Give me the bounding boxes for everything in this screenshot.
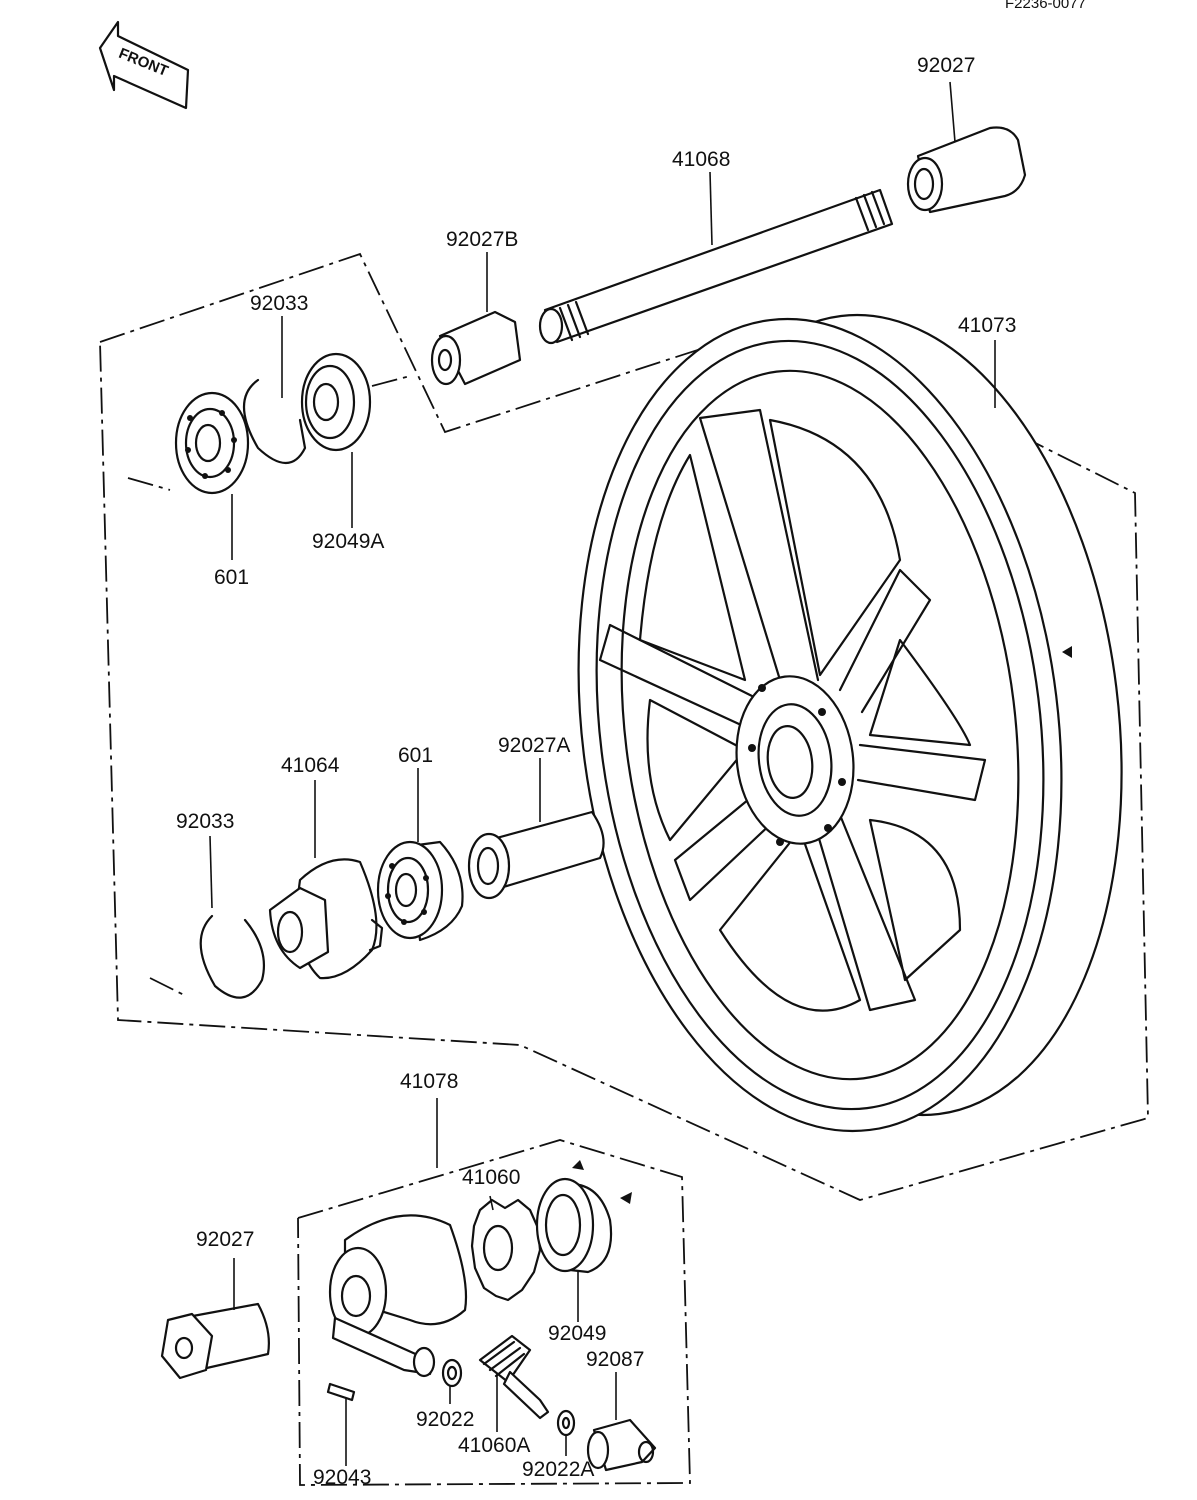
label-92049A: 92049A bbox=[312, 530, 384, 553]
collar-92027A bbox=[467, 758, 605, 900]
label-92027-top: 92027 bbox=[917, 54, 975, 77]
bushing-92087 bbox=[586, 1372, 657, 1472]
axle-shaft-41068 bbox=[538, 171, 894, 345]
axle-nut-92027-bottom bbox=[160, 1258, 270, 1380]
label-92049: 92049 bbox=[548, 1322, 606, 1345]
circlip-92033-top bbox=[242, 316, 307, 464]
ball-bearing-601-mid bbox=[376, 768, 464, 942]
assembly-boundaries bbox=[99, 252, 1149, 1486]
washer-92022A bbox=[556, 1409, 576, 1456]
label-92027B: 92027B bbox=[446, 228, 518, 251]
oil-seal-92049 bbox=[535, 1177, 613, 1322]
label-92022: 92022 bbox=[416, 1408, 474, 1431]
label-41064: 41064 bbox=[281, 754, 340, 777]
circlip-92033-mid bbox=[199, 835, 266, 999]
label-92033-top: 92033 bbox=[250, 292, 308, 315]
label-601-mid: 601 bbox=[398, 744, 433, 767]
gear-housing-41078 bbox=[328, 1098, 468, 1378]
label-92087: 92087 bbox=[586, 1348, 644, 1371]
drive-gear-41060 bbox=[470, 1195, 542, 1302]
assembly-arrow-marks bbox=[572, 646, 1072, 1204]
front-arrow-label: FRONT bbox=[116, 45, 170, 80]
label-92033-mid: 92033 bbox=[176, 810, 234, 833]
label-41073: 41073 bbox=[958, 314, 1016, 337]
label-41078: 41078 bbox=[400, 1070, 458, 1093]
oil-seal-92049A bbox=[300, 352, 372, 528]
figure-code: F2236-0077 bbox=[1005, 0, 1086, 12]
label-41060A: 41060A bbox=[458, 1434, 530, 1457]
cast-wheel-41073 bbox=[577, 313, 1123, 1133]
label-41060: 41060 bbox=[462, 1166, 520, 1189]
driven-gear-41060A bbox=[478, 1334, 550, 1432]
label-601-top: 601 bbox=[214, 566, 249, 589]
label-41068: 41068 bbox=[672, 148, 730, 171]
gear-drive-41064 bbox=[268, 780, 384, 980]
label-92043: 92043 bbox=[313, 1466, 371, 1489]
front-arrow-icon: FRONT bbox=[98, 20, 190, 110]
collar-92027B bbox=[430, 252, 522, 386]
label-92027-bottom: 92027 bbox=[196, 1228, 254, 1251]
axle-nut-92027-top bbox=[906, 81, 1027, 214]
label-92027A: 92027A bbox=[498, 734, 570, 757]
label-92022A: 92022A bbox=[522, 1458, 594, 1481]
ball-bearing-601-top bbox=[174, 391, 250, 560]
washer-92022 bbox=[441, 1358, 463, 1404]
pin-92043 bbox=[326, 1382, 356, 1466]
